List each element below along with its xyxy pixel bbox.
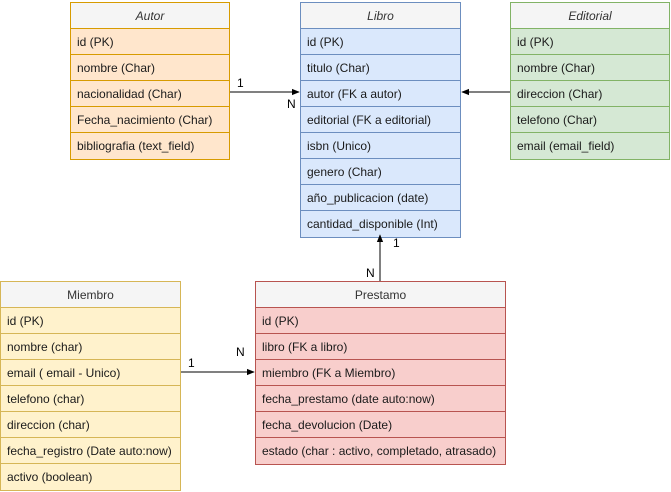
libro-field-genero: genero (Char)	[301, 159, 460, 185]
entity-miembro-title: Miembro	[1, 282, 180, 308]
autor-field-id: id (PK)	[71, 29, 229, 55]
miembro-field-direccion: direccion (char)	[1, 412, 180, 438]
editorial-field-id: id (PK)	[511, 29, 669, 55]
libro-field-titulo: titulo (Char)	[301, 55, 460, 81]
miembro-field-fecha-registro: fecha_registro (Date auto:now)	[1, 438, 180, 464]
libro-field-cantidad-disponible: cantidad_disponible (Int)	[307, 217, 438, 231]
libro-field-ano-publicacion: año_publicacion (date)	[301, 185, 460, 211]
libro-field-id: id (PK)	[301, 29, 460, 55]
prestamo-field-fecha-prestamo: fecha_prestamo (date auto:now)	[256, 386, 505, 412]
entity-editorial[interactable]: Editorial id (PK) nombre (Char) direccio…	[510, 2, 670, 160]
prestamo-field-fecha-devolucion: fecha_devolucion (Date)	[256, 412, 505, 438]
editorial-field-email: email (email_field)	[517, 139, 615, 153]
autor-field-fecha-nacimiento: Fecha_nacimiento (Char)	[71, 107, 229, 133]
entity-autor[interactable]: Autor id (PK) nombre (Char) nacionalidad…	[70, 2, 230, 160]
editorial-field-nombre: nombre (Char)	[511, 55, 669, 81]
prestamo-field-estado: estado (char : activo, completado, atras…	[262, 444, 497, 458]
libro-field-isbn: isbn (Unico)	[301, 133, 460, 159]
entity-prestamo[interactable]: Prestamo id (PK) libro (FK a libro) miem…	[255, 281, 506, 465]
miembro-field-nombre: nombre (char)	[1, 334, 180, 360]
entity-editorial-title: Editorial	[511, 3, 669, 29]
cardinality-prestamo-many-from-libro: N	[366, 266, 375, 280]
entity-autor-title: Autor	[71, 3, 229, 29]
prestamo-field-id: id (PK)	[256, 308, 505, 334]
entity-prestamo-title: Prestamo	[256, 282, 505, 308]
autor-field-nacionalidad: nacionalidad (Char)	[71, 81, 229, 107]
prestamo-field-miembro: miembro (FK a Miembro)	[256, 360, 505, 386]
editorial-field-direccion: direccion (Char)	[511, 81, 669, 107]
miembro-field-activo: activo (boolean)	[7, 470, 93, 484]
miembro-field-id: id (PK)	[1, 308, 180, 334]
miembro-field-telefono: telefono (char)	[1, 386, 180, 412]
libro-field-autor: autor (FK a autor)	[301, 81, 460, 107]
editorial-field-telefono: telefono (Char)	[511, 107, 669, 133]
autor-field-nombre: nombre (Char)	[71, 55, 229, 81]
entity-libro-title: Libro	[301, 3, 460, 29]
cardinality-libro-many-from-autor: N	[287, 97, 296, 111]
cardinality-miembro-one: 1	[188, 356, 195, 370]
prestamo-field-libro: libro (FK a libro)	[256, 334, 505, 360]
autor-field-bibliografia: bibliografia (text_field)	[77, 139, 195, 153]
miembro-field-email: email ( email - Unico)	[1, 360, 180, 386]
libro-field-editorial: editorial (FK a editorial)	[301, 107, 460, 133]
cardinality-prestamo-many-from-miembro: N	[236, 345, 245, 359]
cardinality-autor-one: 1	[237, 76, 244, 90]
entity-miembro[interactable]: Miembro id (PK) nombre (char) email ( em…	[0, 281, 181, 491]
cardinality-libro-one: 1	[393, 236, 400, 250]
